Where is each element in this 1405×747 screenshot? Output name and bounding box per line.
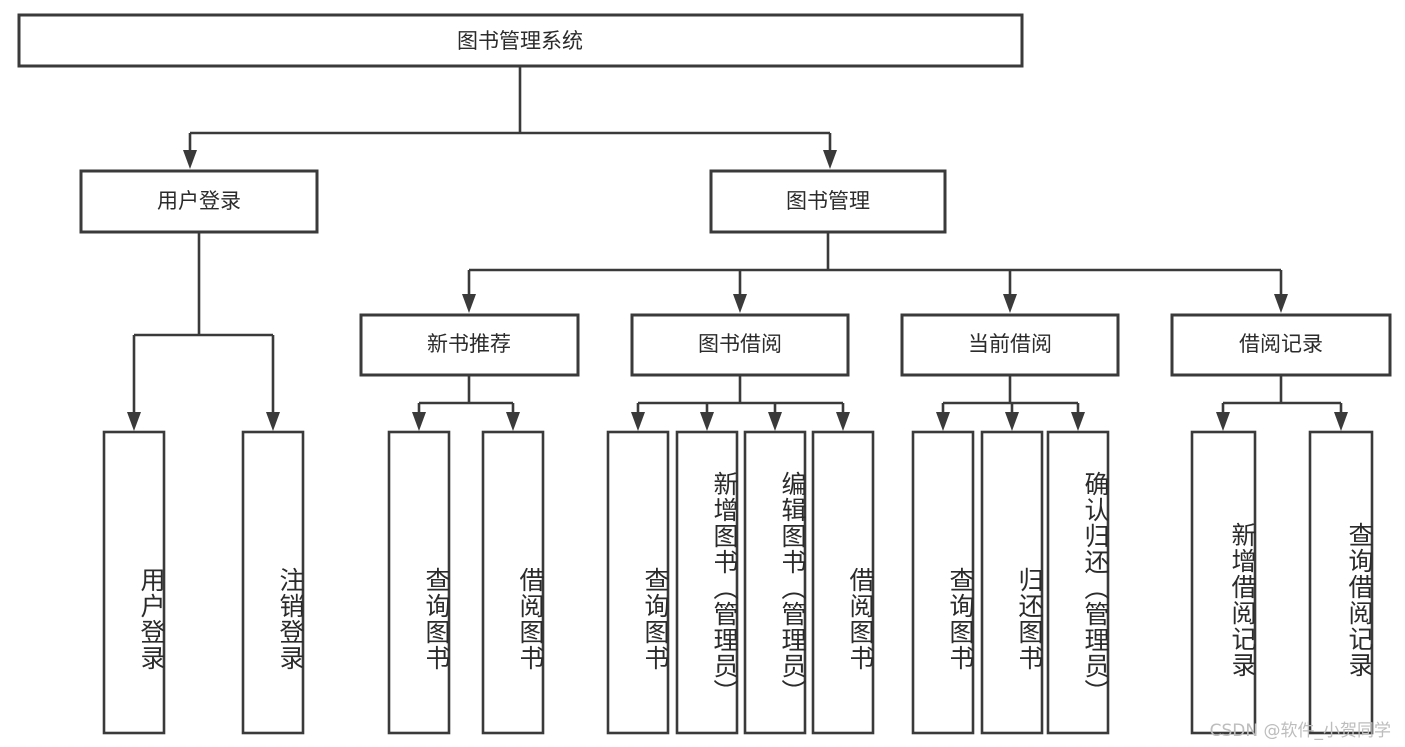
node-new-book-recommend[interactable]: 新书推荐 <box>359 313 580 377</box>
node-current-borrow-label: 当前借阅 <box>968 332 1052 356</box>
node-root[interactable]: 图书管理系统 <box>17 13 1024 68</box>
leaf-box-query-book-2[interactable] <box>606 430 670 735</box>
node-root-label: 图书管理系统 <box>457 29 583 53</box>
leaf-box-user-logout[interactable] <box>241 430 305 735</box>
node-current-borrow[interactable]: 当前借阅 <box>900 313 1120 377</box>
csdn-watermark: CSDN @软件_小贺同学 <box>1209 721 1391 741</box>
leaf-box-query-record[interactable] <box>1308 430 1374 735</box>
leaf-box-query-book-1[interactable] <box>387 430 451 735</box>
connector-currentborrow-to-leaves <box>936 375 1085 431</box>
node-book-manage-label: 图书管理 <box>786 189 870 213</box>
leaf-box-query-book-3[interactable] <box>911 430 975 735</box>
node-borrow-record-label: 借阅记录 <box>1239 332 1323 356</box>
connector-newbook-to-leaves <box>412 375 520 431</box>
connector-borrowrecord-to-leaves <box>1216 375 1348 431</box>
node-book-borrow-label: 图书借阅 <box>698 332 782 356</box>
connector-bookborrow-to-leaves <box>631 375 850 431</box>
leaf-boxes <box>102 430 1374 735</box>
leaf-box-return-book[interactable] <box>980 430 1044 735</box>
leaf-box-borrow-book-1[interactable] <box>481 430 545 735</box>
node-book-borrow[interactable]: 图书借阅 <box>630 313 850 377</box>
connector-bookmanage-to-level3 <box>462 233 1288 313</box>
leaf-box-borrow-book-2[interactable] <box>811 430 875 735</box>
node-user-login[interactable]: 用户登录 <box>79 169 319 234</box>
connector-userlogin-to-leaves <box>127 233 280 431</box>
leaf-box-add-record[interactable] <box>1190 430 1257 735</box>
node-book-manage[interactable]: 图书管理 <box>709 169 947 234</box>
node-user-login-label: 用户登录 <box>157 189 241 213</box>
node-new-book-recommend-label: 新书推荐 <box>427 332 511 356</box>
leaf-box-add-book[interactable] <box>675 430 739 735</box>
connector-root-to-level2 <box>183 67 837 169</box>
leaf-box-user-login[interactable] <box>102 430 166 735</box>
leaf-box-confirm-return[interactable] <box>1046 430 1110 735</box>
leaf-box-edit-book[interactable] <box>743 430 807 735</box>
node-borrow-record[interactable]: 借阅记录 <box>1170 313 1392 377</box>
